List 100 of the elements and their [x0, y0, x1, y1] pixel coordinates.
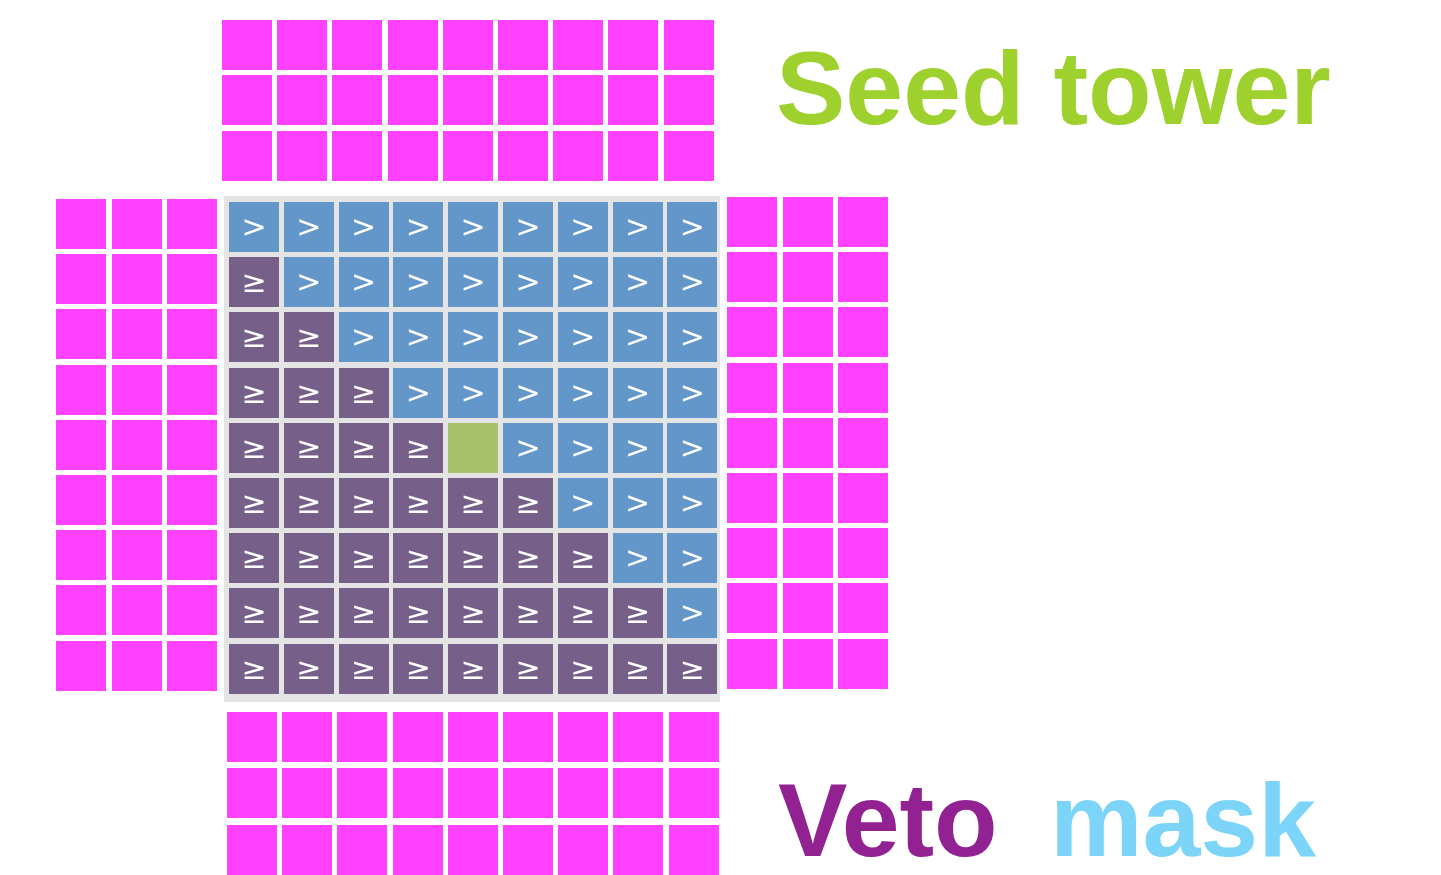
- comparison-sign: ≥: [515, 598, 541, 629]
- tower-cell: [332, 20, 383, 70]
- comparison-sign: >: [679, 212, 705, 242]
- tower-cell: [227, 825, 277, 875]
- mask-cell: [667, 422, 718, 473]
- comparison-sign: >: [570, 432, 596, 463]
- mask-cell: [612, 367, 663, 418]
- veto-cell: [283, 588, 334, 639]
- mask-cell: [448, 257, 499, 308]
- tower-cell: [56, 309, 106, 360]
- veto-cell: [338, 478, 389, 528]
- veto-cell: [229, 312, 279, 363]
- tower-cell: [447, 712, 498, 762]
- tower-cell: [498, 20, 548, 70]
- tower-cell: [727, 417, 777, 468]
- veto-cell: [283, 367, 334, 418]
- tower-cell: [782, 473, 833, 523]
- comparison-sign: >: [405, 212, 431, 242]
- tower-cell: [668, 712, 719, 762]
- tower-cell: [442, 20, 493, 70]
- comparison-sign: >: [570, 377, 596, 408]
- mask-cell: [557, 202, 608, 252]
- tower-cell: [392, 712, 443, 762]
- mask-cell: [448, 202, 499, 252]
- veto-cell: [229, 478, 279, 528]
- comparison-sign: >: [460, 322, 486, 353]
- comparison-sign: ≥: [515, 543, 541, 574]
- comparison-sign: >: [515, 267, 541, 298]
- mask-cell: [229, 202, 279, 252]
- veto-cell: [557, 643, 608, 694]
- comparison-sign: ≥: [405, 653, 431, 684]
- tower-cell: [608, 131, 659, 181]
- veto-cell: [229, 533, 279, 584]
- veto-cell: [393, 478, 444, 528]
- tower-cell: [167, 199, 217, 249]
- tower-cell: [392, 825, 443, 875]
- mask-cell: [557, 478, 608, 528]
- tower-cell: [111, 640, 162, 691]
- tower-cell: [222, 75, 272, 125]
- tower-cell: [782, 252, 833, 303]
- tower-cell: [227, 768, 277, 818]
- mask-cell: [503, 202, 553, 252]
- tower-cell: [277, 131, 328, 181]
- mask-cell: [557, 367, 608, 418]
- tower-cell: [838, 362, 888, 413]
- comparison-sign: ≥: [570, 543, 596, 574]
- veto-cell: [393, 533, 444, 584]
- veto-cell: [612, 588, 663, 639]
- mask-cell: [338, 312, 389, 363]
- tower-cell: [782, 197, 833, 247]
- comparison-sign: >: [679, 377, 705, 408]
- tower-cell: [553, 131, 604, 181]
- tower-cell: [558, 768, 609, 818]
- tower-cell: [332, 75, 383, 125]
- mask-cell: [612, 533, 663, 584]
- tower-cell: [111, 475, 162, 525]
- tower-cell: [498, 75, 548, 125]
- comparison-sign: ≥: [241, 432, 267, 463]
- comparison-sign: ≥: [405, 543, 431, 574]
- tower-cell: [503, 825, 553, 875]
- tower-cell: [727, 638, 777, 689]
- tower-cell: [277, 20, 328, 70]
- veto-cell: [338, 422, 389, 473]
- comparison-sign: ≥: [351, 598, 377, 629]
- tower-cell: [337, 768, 388, 818]
- tower-cell: [838, 252, 888, 303]
- comparison-sign: ≥: [405, 432, 431, 463]
- mask-cell: [503, 422, 553, 473]
- mask-cell: [393, 257, 444, 308]
- comparison-sign: >: [405, 377, 431, 408]
- mask-cell: [283, 257, 334, 308]
- tower-cell: [782, 417, 833, 468]
- veto-cell: [393, 422, 444, 473]
- mask-cell: [448, 367, 499, 418]
- tower-cell: [838, 638, 888, 689]
- tower-cell: [838, 583, 888, 634]
- comparison-sign: >: [515, 322, 541, 353]
- veto-title: Veto: [778, 768, 998, 872]
- veto-cell: [393, 588, 444, 639]
- tower-cell: [663, 131, 714, 181]
- veto-cell: [229, 257, 279, 308]
- tower-cell: [727, 197, 777, 247]
- mask-cell: [557, 422, 608, 473]
- tower-cell: [337, 712, 388, 762]
- tower-cell: [167, 254, 217, 305]
- comparison-sign: ≥: [296, 653, 322, 684]
- tower-cell: [222, 20, 272, 70]
- tower-cell: [167, 309, 217, 360]
- tower-cell: [553, 20, 604, 70]
- tower-cell: [838, 473, 888, 523]
- comparison-sign: >: [625, 212, 651, 242]
- comparison-sign: >: [570, 267, 596, 298]
- tower-cell: [167, 585, 217, 636]
- comparison-sign: ≥: [460, 653, 486, 684]
- mask-cell: [557, 312, 608, 363]
- tower-cell: [727, 307, 777, 358]
- veto-cell: [557, 533, 608, 584]
- comparison-sign: ≥: [351, 432, 377, 463]
- comparison-sign: >: [351, 212, 377, 242]
- tower-cell: [111, 364, 162, 415]
